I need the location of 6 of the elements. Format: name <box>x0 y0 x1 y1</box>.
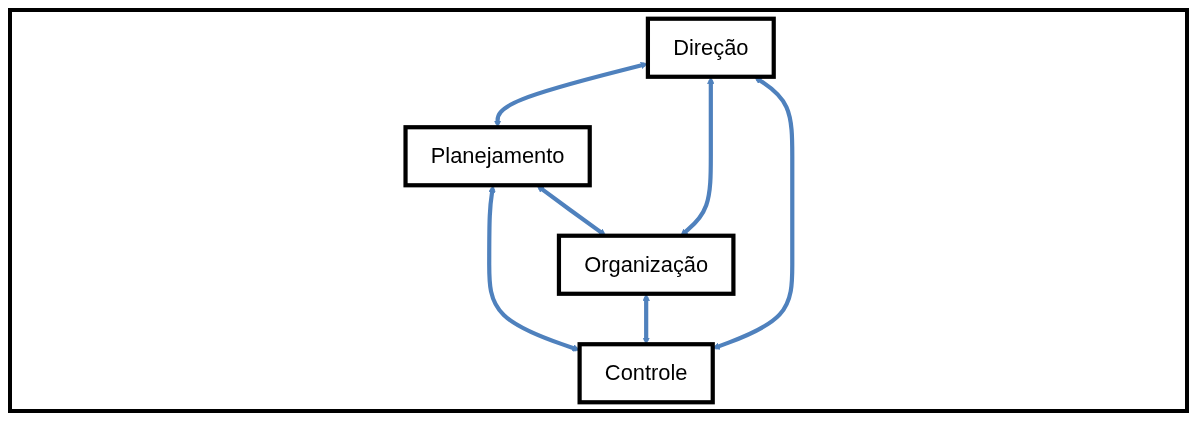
node-box <box>577 342 715 405</box>
node-box <box>645 16 776 79</box>
arrow <box>680 76 715 237</box>
node-box <box>403 125 592 188</box>
node-box <box>556 233 736 296</box>
diagram-frame: Planejamento Direção Organização Controle <box>8 8 1189 413</box>
